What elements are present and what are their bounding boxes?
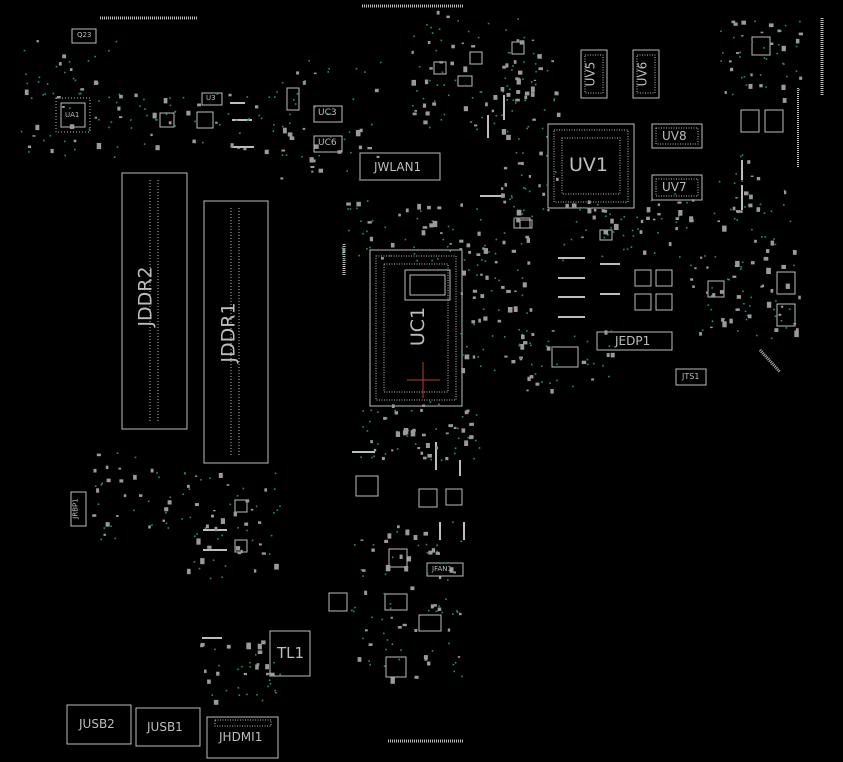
tl1-outline: [269, 630, 311, 677]
uv7-outline: [651, 174, 703, 201]
jrbp1-outline: [70, 491, 87, 527]
jwlan1-outline: [359, 152, 441, 181]
u3-label: U3: [206, 94, 216, 102]
jddr2-label: JDDR2: [134, 266, 157, 327]
uv1-label: UV1: [569, 154, 608, 176]
u3-outline: [201, 92, 223, 106]
jts1-label: JTS1: [682, 372, 700, 381]
jhdmi1-outline: [206, 716, 279, 759]
jhdmi1-label: JHDMI1: [219, 730, 263, 744]
jusb1-label: JUSB1: [147, 720, 183, 734]
uv6-outline: [632, 49, 660, 99]
jts1-outline: [675, 368, 707, 386]
jfan1-label: JFAN1: [432, 565, 452, 573]
jusb1-outline: [135, 707, 201, 747]
uc1-label: UC1: [407, 306, 430, 347]
jwlan1-label: JWLAN1: [374, 160, 422, 174]
uv8-outline: [651, 123, 703, 149]
jedp1-outline: [596, 331, 673, 351]
uv5-outline: [580, 49, 608, 99]
uc1-bga-outline: [369, 249, 463, 407]
jrbp1-label: JRBP1: [71, 498, 80, 519]
uv5-label: UV5: [583, 61, 598, 87]
jddr1-label: JDDR1: [217, 302, 240, 363]
jusb2-outline: [66, 704, 132, 745]
uc3-outline: [313, 105, 343, 123]
jedp1-label: JEDP1: [615, 334, 651, 348]
uc3-label: UC3: [318, 108, 337, 118]
jddr2-outline: [121, 172, 188, 430]
uc6-label: UC6: [318, 138, 337, 148]
ua1-label: UA1: [65, 111, 80, 119]
jusb2-label: JUSB2: [79, 717, 115, 731]
q23-label: Q23: [77, 31, 92, 39]
q23-outline: [71, 28, 97, 44]
uc6-outline: [313, 135, 343, 153]
uv8-label: UV8: [662, 129, 687, 143]
uv6-label: UV6: [635, 61, 650, 87]
jddr1-outline: [203, 200, 269, 464]
uv7-label: UV7: [662, 180, 687, 194]
tl1-label: TL1: [277, 644, 305, 662]
